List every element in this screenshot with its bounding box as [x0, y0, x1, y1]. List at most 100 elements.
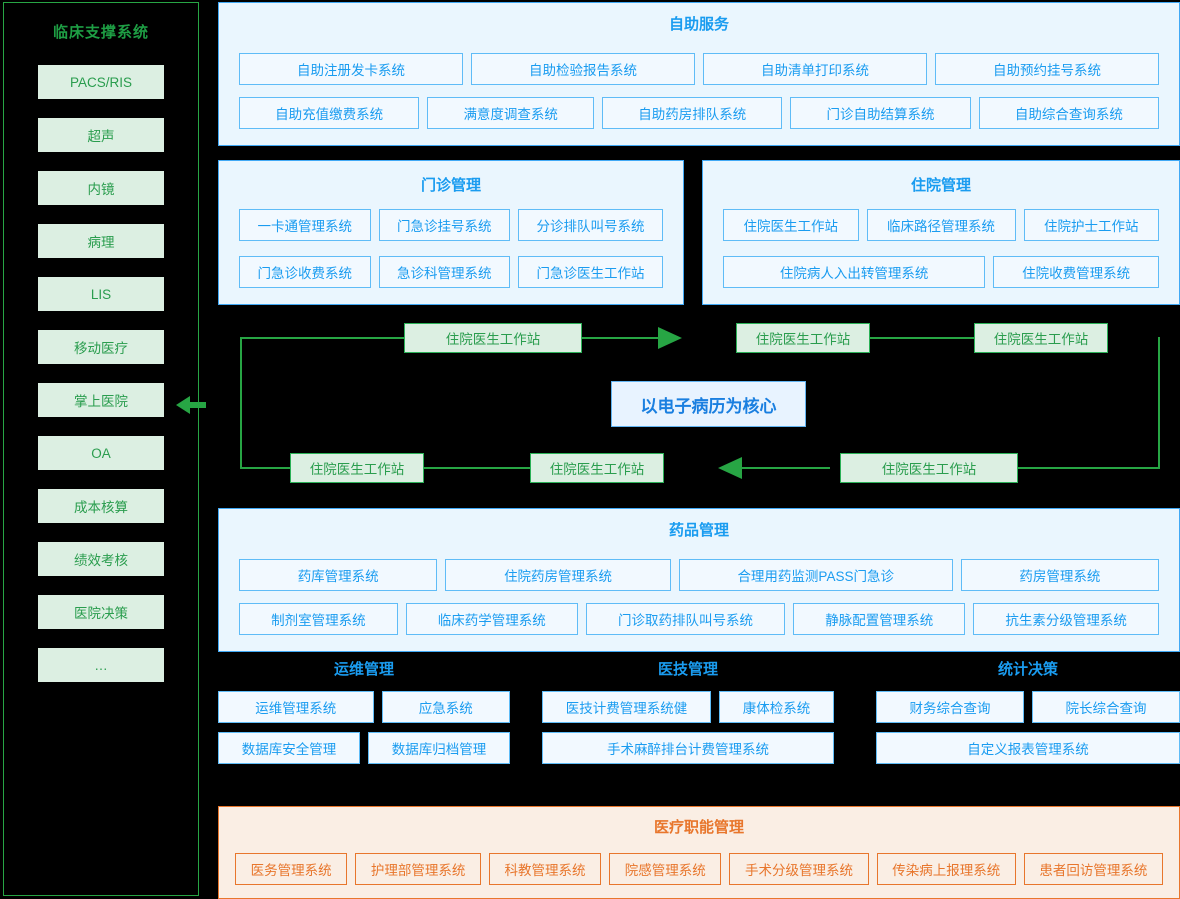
chip-nursing-dept[interactable]: 护理部管理系统: [355, 853, 481, 885]
chip-rational-drug-pass[interactable]: 合理用药监测PASS门急诊: [678, 559, 953, 591]
chip-finance-query[interactable]: 财务综合查询: [876, 691, 1024, 723]
emr-node-bottom-2[interactable]: 住院医生工作站: [530, 453, 664, 483]
sidebar-item-ultrasound[interactable]: 超声: [38, 118, 164, 152]
section-emr-core-loop: 住院医生工作站 住院医生工作站 住院医生工作站 住院医生工作站 住院医生工作站 …: [218, 310, 1180, 500]
chip-outpatient-charging[interactable]: 门急诊收费系统: [239, 256, 371, 288]
chip-db-security[interactable]: 数据库安全管理: [218, 732, 360, 764]
medtech-title: 医技管理: [657, 661, 718, 678]
chip-inpatient-nurse-workstation[interactable]: 住院护士工作站: [1023, 209, 1159, 241]
sidebar-item-mobile-medical[interactable]: 移动医疗: [38, 330, 164, 364]
section-medical-function-management: 医疗职能管理 医务管理系统 护理部管理系统 科教管理系统 院感管理系统 手术分级…: [218, 806, 1180, 899]
loop-line-bottom-arrow: [726, 467, 830, 469]
chip-self-pharmacy-queue[interactable]: 自助药房排队系统: [602, 97, 783, 129]
operations-row-2: 数据库安全管理 数据库归档管理: [218, 732, 510, 764]
sidebar-clinical-support: 临床支撑系统 PACS/RIS 超声 内镜 病理 LIS 移动医疗 掌上医院 O…: [3, 2, 199, 896]
statistics-row-2: 自定义报表管理系统: [876, 732, 1180, 764]
chip-infection-control[interactable]: 院感管理系统: [609, 853, 722, 885]
chip-inpatient-pharmacy[interactable]: 住院药房管理系统: [445, 559, 671, 591]
drug-title: 药品管理: [668, 522, 729, 539]
statistics-row-1: 财务综合查询 院长综合查询: [876, 691, 1180, 723]
emr-node-bottom-3[interactable]: 住院医生工作站: [840, 453, 1018, 483]
chip-emergency-system[interactable]: 应急系统: [381, 691, 510, 723]
chip-inpatient-admission-transfer[interactable]: 住院病人入出转管理系统: [723, 256, 986, 288]
spacer: [4, 205, 198, 224]
arrow-right-icon: [658, 327, 682, 349]
spacer: [4, 364, 198, 383]
sidebar-item-palm-hospital[interactable]: 掌上医院: [38, 383, 164, 417]
sidebar-item-oa[interactable]: OA: [38, 436, 164, 470]
sidebar-item-cost-accounting[interactable]: 成本核算: [38, 489, 164, 523]
loop-line-right-bottom: [1018, 467, 1160, 469]
medtech-row-2: 手术麻醉排台计费管理系统: [542, 732, 834, 764]
chip-triage-queue-calling[interactable]: 分诊排队叫号系统: [518, 209, 663, 241]
chip-director-query[interactable]: 院长综合查询: [1032, 691, 1180, 723]
loop-line-left-vert: [240, 337, 242, 469]
chip-satisfaction-survey[interactable]: 满意度调查系统: [427, 97, 595, 129]
loop-line-bottom-left: [240, 467, 290, 469]
chip-self-comprehensive-query[interactable]: 自助综合查询系统: [978, 97, 1159, 129]
chip-medical-affairs[interactable]: 医务管理系统: [235, 853, 348, 885]
chip-clinical-pathway[interactable]: 临床路径管理系统: [866, 209, 1016, 241]
chip-preparation-room[interactable]: 制剂室管理系统: [239, 603, 398, 635]
chip-clinical-pharmacy[interactable]: 临床药学管理系统: [405, 603, 578, 635]
chip-surgery-grading[interactable]: 手术分级管理系统: [729, 853, 869, 885]
chip-self-lab-report[interactable]: 自助检验报告系统: [471, 53, 695, 85]
outpatient-row-1: 一卡通管理系统 门急诊挂号系统 分诊排队叫号系统: [239, 209, 663, 241]
spacer: [4, 629, 198, 648]
chip-inpatient-doctor-workstation[interactable]: 住院医生工作站: [723, 209, 859, 241]
operations-title: 运维管理: [333, 661, 394, 678]
operations-row-1: 运维管理系统 应急系统: [218, 691, 510, 723]
chip-self-appointment[interactable]: 自助预约挂号系统: [935, 53, 1159, 85]
sidebar-item-pathology[interactable]: 病理: [38, 224, 164, 258]
chip-patient-followup[interactable]: 患者回访管理系统: [1023, 853, 1164, 885]
sidebar-item-lis[interactable]: LIS: [38, 277, 164, 311]
spacer: [4, 258, 198, 277]
chip-ops-management-system[interactable]: 运维管理系统: [218, 691, 374, 723]
chip-db-archiving[interactable]: 数据库归档管理: [368, 732, 510, 764]
chip-outpatient-dispensing-queue[interactable]: 门诊取药排队叫号系统: [585, 603, 786, 635]
sidebar-item-more[interactable]: …: [38, 648, 164, 682]
chip-self-list-print[interactable]: 自助清单打印系统: [703, 53, 927, 85]
statistics-rows: 财务综合查询 院长综合查询 自定义报表管理系统: [876, 691, 1180, 764]
chip-one-card-management[interactable]: 一卡通管理系统: [239, 209, 371, 241]
chip-custom-report[interactable]: 自定义报表管理系统: [876, 732, 1180, 764]
sidebar-item-performance[interactable]: 绩效考核: [38, 542, 164, 576]
chip-self-recharge-payment[interactable]: 自助充值缴费系统: [239, 97, 420, 129]
section-inpatient-management: 住院管理 住院医生工作站 临床路径管理系统 住院护士工作站 住院病人入出转管理系…: [702, 160, 1180, 305]
main-panel: 自助服务 自助注册发卡系统 自助检验报告系统 自助清单打印系统 自助预约挂号系统…: [206, 0, 1180, 899]
chip-surgery-anesthesia-scheduling[interactable]: 手术麻醉排台计费管理系统: [542, 732, 834, 764]
chip-outpatient-doctor-workstation[interactable]: 门急诊医生工作站: [518, 256, 663, 288]
emr-node-top-1[interactable]: 住院医生工作站: [404, 323, 582, 353]
loop-line-mid-bottom: [424, 467, 530, 469]
chip-pharmacy-management[interactable]: 药房管理系统: [960, 559, 1160, 591]
spacer: [4, 576, 198, 595]
section-medtech-management: 医技管理 医技计费管理系统健 康体检系统 手术麻醉排台计费管理系统: [542, 658, 834, 764]
sidebar-item-endoscopy[interactable]: 内镜: [38, 171, 164, 205]
statistics-title: 统计决策: [997, 661, 1058, 678]
chip-infectious-disease-report[interactable]: 传染病上报理系统: [876, 853, 1016, 885]
sidebar-title: 临床支撑系统: [52, 24, 149, 41]
chip-medtech-billing[interactable]: 医技计费管理系统健: [542, 691, 711, 723]
section-outpatient-management: 门诊管理 一卡通管理系统 门急诊挂号系统 分诊排队叫号系统 门急诊收费系统 急诊…: [218, 160, 684, 305]
emr-node-top-2[interactable]: 住院医生工作站: [736, 323, 870, 353]
chip-self-registration-card[interactable]: 自助注册发卡系统: [239, 53, 463, 85]
medtech-row-1: 医技计费管理系统健 康体检系统: [542, 691, 834, 723]
chip-intravenous-admixture[interactable]: 静脉配置管理系统: [793, 603, 966, 635]
emr-node-bottom-1[interactable]: 住院医生工作站: [290, 453, 424, 483]
emr-node-top-3[interactable]: 住院医生工作站: [974, 323, 1108, 353]
chip-outpatient-self-settlement[interactable]: 门诊自助结算系统: [790, 97, 971, 129]
chip-education-research[interactable]: 科教管理系统: [488, 853, 602, 885]
chip-inpatient-charging[interactable]: 住院收费管理系统: [993, 256, 1159, 288]
chip-outpatient-registration[interactable]: 门急诊挂号系统: [378, 209, 510, 241]
sidebar-item-hospital-decision[interactable]: 医院决策: [38, 595, 164, 629]
sidebar-item-pacs-ris[interactable]: PACS/RIS: [38, 65, 164, 99]
chip-antibiotic-grading[interactable]: 抗生素分级管理系统: [973, 603, 1160, 635]
spacer: [4, 99, 198, 118]
chip-drug-warehouse[interactable]: 药库管理系统: [239, 559, 438, 591]
chip-health-checkup[interactable]: 康体检系统: [719, 691, 834, 723]
self-service-row-1: 自助注册发卡系统 自助检验报告系统 自助清单打印系统 自助预约挂号系统: [239, 53, 1159, 85]
chip-emergency-dept-management[interactable]: 急诊科管理系统: [378, 256, 510, 288]
spacer: [4, 311, 198, 330]
self-service-row-2: 自助充值缴费系统 满意度调查系统 自助药房排队系统 门诊自助结算系统 自助综合查…: [239, 97, 1159, 129]
